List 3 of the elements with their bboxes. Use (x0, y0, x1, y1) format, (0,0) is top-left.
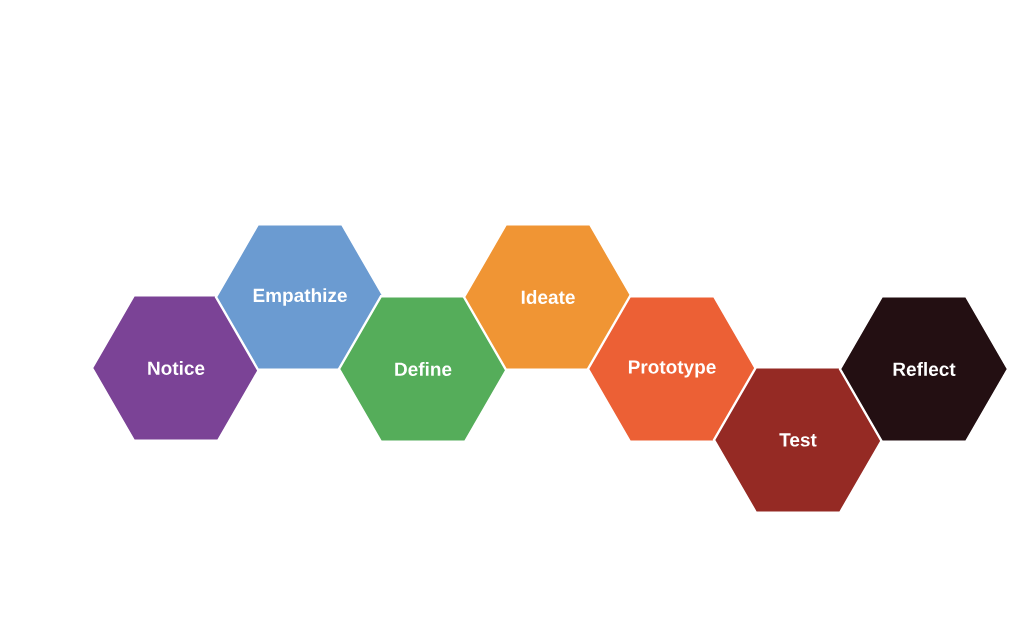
hexagon-node: Empathize (214, 223, 386, 371)
hexagon-node: Reflect (838, 295, 1010, 443)
hexagon-node: Prototype (586, 295, 758, 443)
